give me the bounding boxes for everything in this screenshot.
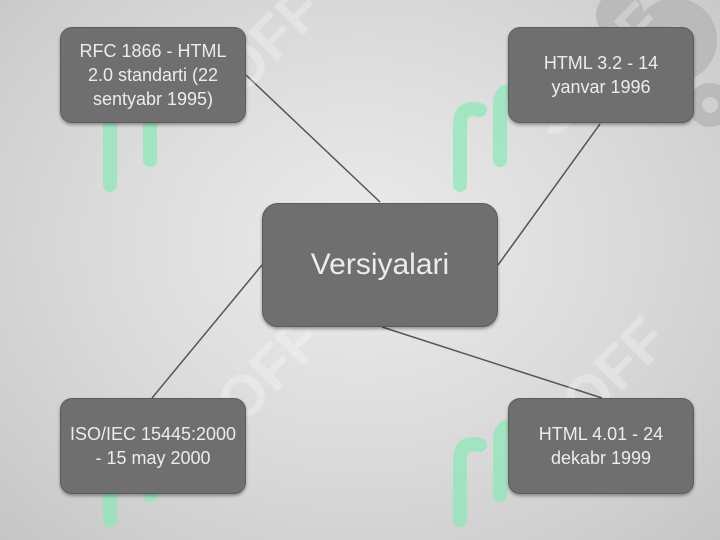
node-center: Versiyalari [262,203,498,327]
connector-html32 [497,123,601,266]
connector-rfc [245,74,381,203]
node-html32: HTML 3.2 - 14 yanvar 1996 [508,27,694,123]
node-html401: HTML 4.01 - 24 dekabr 1999 [508,398,694,494]
node-iso: ISO/IEC 15445:2000 - 15 may 2000 [60,398,246,494]
node-rfc: RFC 1866 - HTML 2.0 standarti (22 sentya… [60,27,246,123]
connector-html401 [381,326,603,399]
connector-iso [151,264,263,399]
